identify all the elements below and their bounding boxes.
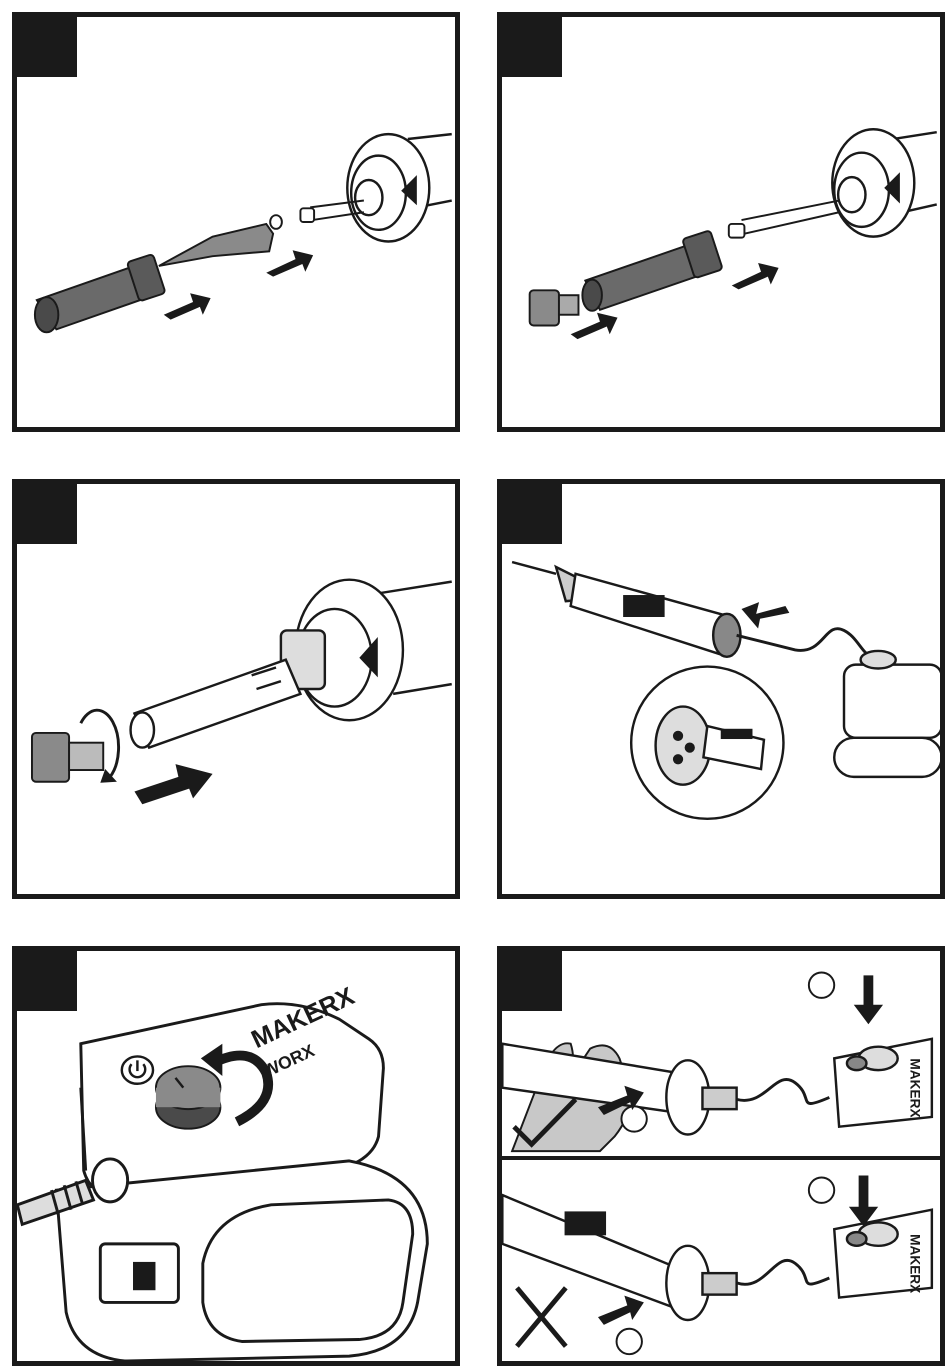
- push-arrow: [134, 764, 212, 804]
- callout-a-top: [809, 972, 834, 997]
- iron-nozzle: [281, 580, 452, 721]
- iron-nozzle: [832, 129, 936, 236]
- cross-mark-icon: [517, 1288, 566, 1347]
- press-arrow-top: [854, 975, 883, 1024]
- iron-nozzle: [347, 134, 451, 241]
- cable-connection-illustration: [502, 484, 940, 894]
- press-arrow-side-bottom: [598, 1296, 644, 1325]
- nut-tightening-illustration: [17, 484, 455, 894]
- tip-insertion-illustration: [17, 17, 455, 427]
- callout-a-bottom: [809, 1177, 834, 1202]
- instruction-panel-1: [12, 12, 460, 432]
- cable-top: [737, 1079, 830, 1103]
- push-arrow-1: [164, 293, 211, 319]
- push-arrow: [742, 602, 790, 628]
- tip-sleeve: [131, 660, 301, 748]
- instruction-panel-2: [497, 12, 945, 432]
- temperature-knob: [156, 1066, 220, 1128]
- push-arrow-1: [571, 313, 618, 339]
- retaining-nut: [32, 733, 103, 782]
- iron-bottom: [502, 1195, 736, 1320]
- tip-sleeve: [582, 230, 722, 311]
- cable-bottom: [737, 1260, 830, 1284]
- instruction-panel-5: MAKERX WORX: [12, 946, 460, 1366]
- brand-logo-bottom: MAKERX: [907, 1234, 922, 1293]
- callout-b-bottom: [617, 1329, 642, 1354]
- retaining-nut: [530, 290, 579, 325]
- correct-usage-illustration: MAKERX MAKERX: [502, 951, 940, 1361]
- press-arrow-bottom: [849, 1176, 878, 1227]
- brand-logo-top: MAKERX: [907, 1058, 922, 1117]
- temperature-knob-illustration: MAKERX WORX: [17, 951, 455, 1361]
- tip-sleeve: [35, 254, 166, 332]
- sleeve-insertion-illustration: [502, 17, 940, 427]
- push-arrow-2: [732, 263, 779, 289]
- solder-tip: [159, 224, 273, 266]
- instruction-panel-6: MAKERX MAKERX: [497, 946, 945, 1366]
- heating-element: [729, 201, 839, 238]
- power-button: [122, 1056, 153, 1083]
- callout-b-top: [621, 1106, 646, 1131]
- push-arrow-2: [266, 250, 313, 276]
- station-base: [834, 651, 940, 777]
- instruction-panel-4: [497, 479, 945, 899]
- soldering-iron: [512, 562, 740, 657]
- instruction-panel-3: [12, 479, 460, 899]
